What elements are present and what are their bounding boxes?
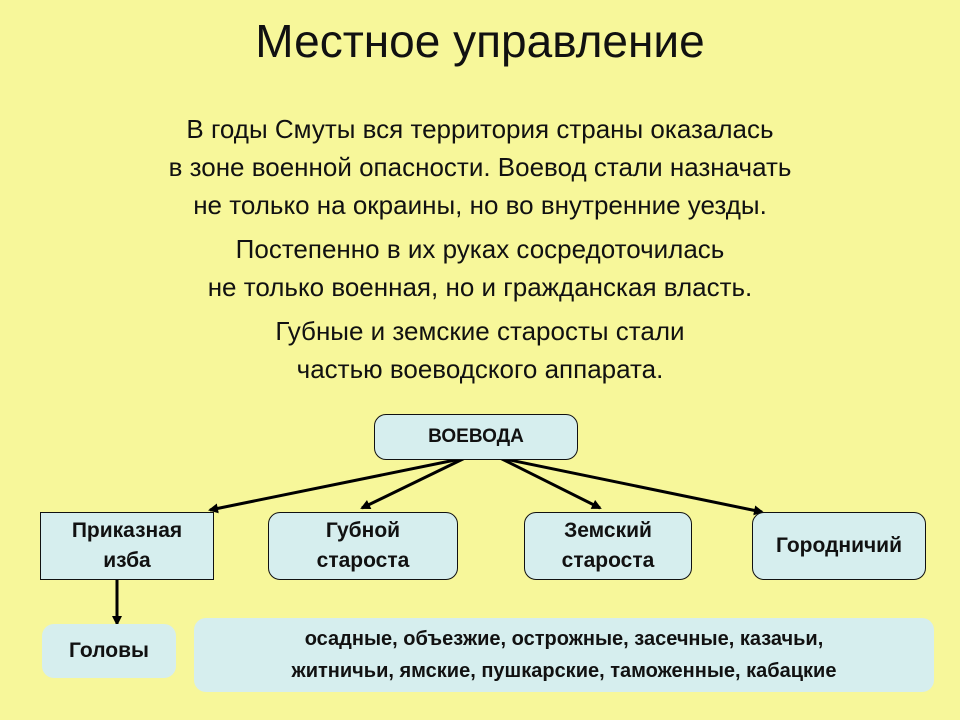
- paragraph-line: в зоне военной опасности. Воевод стали н…: [168, 152, 792, 182]
- golovy-types-line: осадные, объезжие, острожные, засечные, …: [304, 628, 824, 650]
- paragraph-smuta: В годы Смуты вся территория страны оказа…: [60, 110, 900, 224]
- paragraph-starosty: Губные и земские старосты стали частью в…: [60, 312, 900, 388]
- paragraph-line: В годы Смуты вся территория страны оказа…: [186, 114, 774, 144]
- box-label-line: Губной: [325, 519, 401, 542]
- box-label-line: Земский: [564, 519, 652, 542]
- paragraph-line: не только на окраины, но во внутренние у…: [193, 190, 767, 220]
- voevoda-label: ВОЕВОДА: [428, 426, 524, 447]
- gorodnichy-box: Городничий: [752, 512, 926, 580]
- gorodnichy-label: Городничий: [776, 534, 902, 557]
- page-title: Местное управление: [255, 15, 705, 67]
- arrow-to-zemsky: [499, 456, 602, 510]
- golovy-box: Головы: [42, 624, 176, 678]
- arrow-to-gubnoy: [360, 456, 466, 510]
- box-label-line: староста: [561, 549, 655, 572]
- prikaznaya-izba-box: Приказная изба: [40, 512, 214, 580]
- golovy-types-line: житничьи, ямские, пушкарские, таможенные…: [291, 660, 837, 682]
- zemsky-starosta-box: Земский староста: [524, 512, 692, 580]
- box-label-line: Приказная: [71, 519, 183, 542]
- arrow-to-gorodnichy: [499, 456, 764, 516]
- box-label-line: изба: [103, 549, 151, 572]
- box-label-line: староста: [316, 549, 410, 572]
- arrow-to-prikaznaya: [208, 456, 466, 514]
- gubnoy-starosta-box: Губной староста: [268, 512, 458, 580]
- golovy-label: Головы: [69, 639, 149, 662]
- paragraph-line: не только военная, но и гражданская влас…: [207, 272, 753, 302]
- paragraph-line: частью воеводского аппарата.: [296, 354, 664, 384]
- paragraph-line: Постепенно в их руках сосредоточилась: [235, 234, 725, 264]
- paragraph-line: Губные и земские старосты стали: [275, 316, 685, 346]
- paragraph-power: Постепенно в их руках сосредоточилась не…: [60, 230, 900, 306]
- golovy-types-box: осадные, объезжие, острожные, засечные, …: [194, 618, 934, 692]
- voevoda-box: ВОЕВОДА: [374, 414, 578, 460]
